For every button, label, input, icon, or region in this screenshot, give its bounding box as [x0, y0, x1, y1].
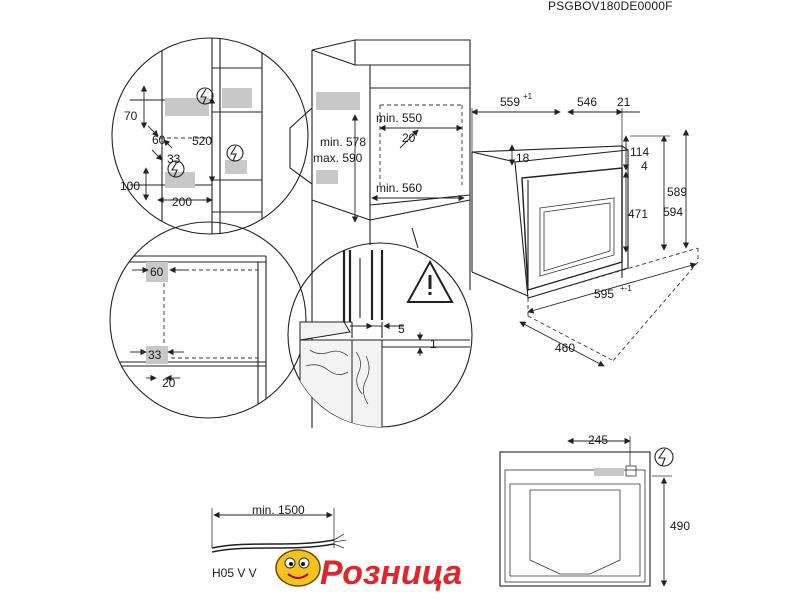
cable-dim-min-1500: min. 1500 — [252, 503, 305, 517]
dim-595: 595 — [594, 287, 614, 301]
dim-471: 471 — [628, 207, 648, 221]
detail-dim-70: 70 — [124, 109, 138, 123]
electrical-connection-icon — [654, 447, 674, 467]
dim-min-578: min. 578 — [320, 135, 366, 149]
dim-niche-20: 20 — [402, 131, 416, 145]
detail2-dim-60: 60 — [150, 265, 164, 279]
mascot-icon — [275, 549, 321, 587]
power-cable: min. 1500 H05 V V — [211, 503, 347, 580]
electrical-connection-icon — [226, 144, 244, 162]
detail3-dim-5: 5 — [398, 322, 405, 336]
detail-dim-33: 33 — [167, 152, 181, 166]
rozn-logo: Розница — [275, 549, 463, 593]
dim-max-590: max. 590 — [313, 151, 363, 165]
dim-559-tolerance: +1 — [523, 92, 533, 101]
detail-dim-100: 100 — [120, 179, 140, 193]
dim-min-560: min. 560 — [376, 181, 422, 195]
detail2-dim-33: 33 — [148, 348, 162, 362]
dim-21: 21 — [617, 95, 631, 109]
warning-triangle-icon — [406, 259, 454, 303]
electrical-connection-icon — [167, 160, 185, 178]
detail3-dim-1: 1 — [430, 337, 437, 351]
dim-589: 589 — [667, 185, 687, 199]
dim-4: 4 — [641, 159, 648, 173]
dim-594: 594 — [663, 205, 683, 219]
cabinet-niche: min. 578 max. 590 min. 550 20 min. 560 — [289, 39, 471, 428]
dim-min-550: min. 550 — [376, 111, 422, 125]
cable-type: H05 V V — [212, 566, 257, 580]
detail-circle-top: 70 60 520 33 100 200 — [111, 37, 309, 235]
electrical-connection-icon — [196, 87, 214, 105]
dim-559: 559 — [500, 95, 520, 109]
dim-595-tolerance: +-1 — [620, 284, 632, 293]
back-dim-490: 490 — [670, 519, 690, 533]
dim-114: 114 — [630, 145, 649, 159]
oven-drawing: 559 +1 546 21 18 114 4 471 589 594 595 +… — [471, 92, 699, 367]
detail-dim-520: 520 — [192, 134, 212, 148]
logo-text: Розница — [320, 554, 462, 592]
detail-circle-side: 60 33 20 — [109, 221, 307, 419]
detail-circle-front: 5 1 — [287, 242, 473, 428]
dim-460: 460 — [555, 341, 575, 355]
back-dim-245: 245 — [588, 433, 608, 447]
oven-back-view: 245 490 — [499, 433, 690, 587]
model-code: PSGBOV180DE0000F — [548, 0, 673, 13]
dim-546: 546 — [577, 95, 597, 109]
dim-18: 18 — [516, 151, 530, 165]
detail-dim-60: 60 — [152, 133, 166, 147]
detail-dim-200: 200 — [172, 195, 192, 209]
